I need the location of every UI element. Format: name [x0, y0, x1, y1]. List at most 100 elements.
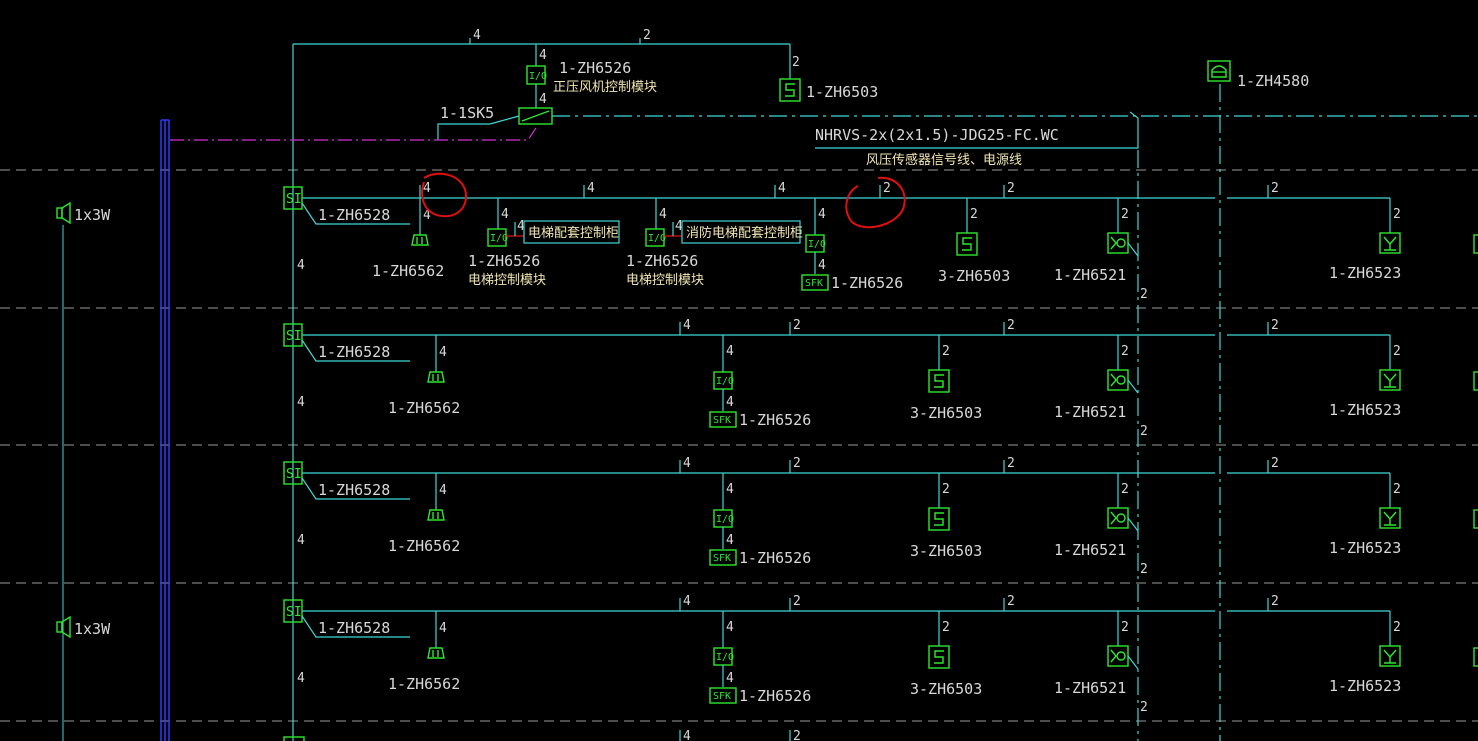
wire-count: 2 [970, 207, 978, 222]
wire-count: 2 [883, 181, 891, 196]
wire-count: 4 [473, 28, 481, 43]
wire-count: 2 [1007, 594, 1015, 609]
si-label: 1-ZH6528 [318, 619, 390, 637]
sfk-module[interactable]: SFK [709, 411, 737, 428]
wire-count: 2 [792, 55, 800, 70]
io-module[interactable]: I/O [713, 647, 734, 666]
floor-divider-lines [0, 169, 1478, 722]
antenna-device-icon[interactable] [1379, 232, 1401, 254]
smoke-detector-icon[interactable] [427, 647, 445, 659]
si-label: 1-ZH6528 [318, 343, 390, 361]
sk-switch[interactable] [518, 107, 553, 125]
wire-count: 2 [1121, 207, 1129, 222]
sfk-label: 1-ZH6526 [831, 274, 903, 292]
elevator-module-label: 1-ZH6526 [626, 252, 698, 270]
blue-riser [160, 119, 170, 741]
wire-count: 4 [683, 456, 691, 471]
io-module[interactable]: I/O [713, 509, 734, 528]
wire-count: 4 [818, 207, 826, 222]
signal-sensor-label: 3-ZH6503 [910, 542, 982, 560]
wire-count: 4 [778, 181, 786, 196]
speaker-label: 1x3W [74, 620, 111, 638]
edge-device [1473, 647, 1478, 667]
wire-count: 4 [726, 344, 734, 359]
fan-control-module[interactable]: I/O [526, 65, 547, 85]
antenna-device-icon[interactable] [1379, 645, 1401, 667]
wire-count: 4 [297, 258, 305, 273]
fire-elevator-control-module[interactable]: I/O [645, 228, 666, 247]
wire-count: 4 [683, 318, 691, 333]
manual-alarm-icon[interactable] [1107, 232, 1129, 254]
wire-count: 2 [1393, 620, 1401, 635]
elevator-module-label: 1-ZH6526 [468, 252, 540, 270]
wire-count: 2 [1121, 620, 1129, 635]
manual-alarm-label: 1-ZH6521 [1054, 679, 1126, 697]
signal-sensor-icon[interactable] [928, 645, 950, 669]
wire-count: 2 [793, 318, 801, 333]
signal-sensor-label: 3-ZH6503 [938, 267, 1010, 285]
si-module[interactable]: SI [283, 186, 303, 210]
si-label: 1-ZH6528 [318, 481, 390, 499]
io-module[interactable]: I/O [713, 371, 734, 390]
si-icon: SI [286, 605, 302, 620]
si-icon: SI [286, 467, 302, 482]
antenna-device-label: 1-ZH6523 [1329, 539, 1401, 557]
io-module-icon: I/O [716, 652, 734, 663]
manual-alarm-icon[interactable] [1107, 645, 1129, 667]
antenna-device-label: 1-ZH6523 [1329, 264, 1401, 282]
wire-count: 2 [793, 729, 801, 741]
speaker-horn-icon [61, 615, 71, 639]
wire-count: 4 [818, 258, 826, 273]
speaker-icon [56, 621, 63, 633]
speaker-horn-icon [61, 201, 71, 225]
sfk-module[interactable]: SFK [709, 549, 737, 566]
si-module[interactable]: SI [283, 323, 303, 347]
signal-sensor-icon[interactable] [956, 232, 978, 256]
si-module[interactable]: SI [283, 461, 303, 485]
manual-alarm-icon[interactable] [1107, 369, 1129, 391]
sfk-module[interactable]: SFK [709, 687, 737, 704]
speaker-icon [56, 207, 63, 219]
wire-count: 4 [297, 533, 305, 548]
magenta-control-line [170, 127, 537, 141]
wire-count: 2 [1140, 287, 1148, 302]
io-module-icon: I/O [716, 376, 734, 387]
antenna-device-label: 1-ZH6523 [1329, 677, 1401, 695]
sfk-label: 1-ZH6526 [739, 687, 811, 705]
cable-description: 风压传感器信号线、电源线 [866, 152, 1022, 168]
signal-sensor-icon[interactable] [928, 507, 950, 531]
wire-count: 2 [1007, 318, 1015, 333]
signal-sensor-label: 3-ZH6503 [910, 404, 982, 422]
manual-alarm-icon[interactable] [1107, 507, 1129, 529]
wire-count: 4 [439, 345, 447, 360]
speaker-1[interactable]: 1x3W [56, 201, 111, 225]
si-module[interactable]: SI [283, 599, 303, 623]
pressure-sensor[interactable] [779, 78, 801, 102]
wire-count: 4 [683, 729, 691, 741]
io-module-icon: I/O [648, 233, 666, 244]
sfk-icon: SFK [713, 415, 731, 426]
elevator-control-module[interactable]: I/O [487, 228, 508, 247]
module-label: 1-ZH6526 [559, 59, 631, 77]
sfk-module[interactable]: SFK [801, 274, 829, 291]
speaker-2[interactable]: 1x3W [56, 615, 111, 639]
wire-count: 4 [439, 483, 447, 498]
top-right-device[interactable] [1207, 60, 1231, 82]
antenna-device-icon[interactable] [1379, 369, 1401, 391]
wire-count: 4 [726, 482, 734, 497]
smoke-detector-icon[interactable] [427, 509, 445, 521]
signal-sensor-icon[interactable] [928, 369, 950, 393]
cable-spec: NHRVS-2x(2x1.5)-JDG25-FC.WC [815, 126, 1059, 144]
io-module-icon: I/O [529, 71, 547, 82]
smoke-detector-icon[interactable] [411, 234, 429, 246]
wire-count: 2 [1271, 318, 1279, 333]
red-annotations [421, 172, 906, 229]
smoke-detector-icon[interactable] [427, 371, 445, 383]
antenna-device-icon[interactable] [1379, 507, 1401, 529]
edge-device [1473, 371, 1478, 391]
elevator-cabinet-label: 电梯配套控制柜 [528, 225, 619, 241]
wire-count: 2 [1140, 700, 1148, 715]
smoke-detector-label: 1-ZH6562 [388, 537, 460, 555]
io-module[interactable]: I/O [805, 234, 826, 253]
io-module-icon: I/O [490, 233, 508, 244]
